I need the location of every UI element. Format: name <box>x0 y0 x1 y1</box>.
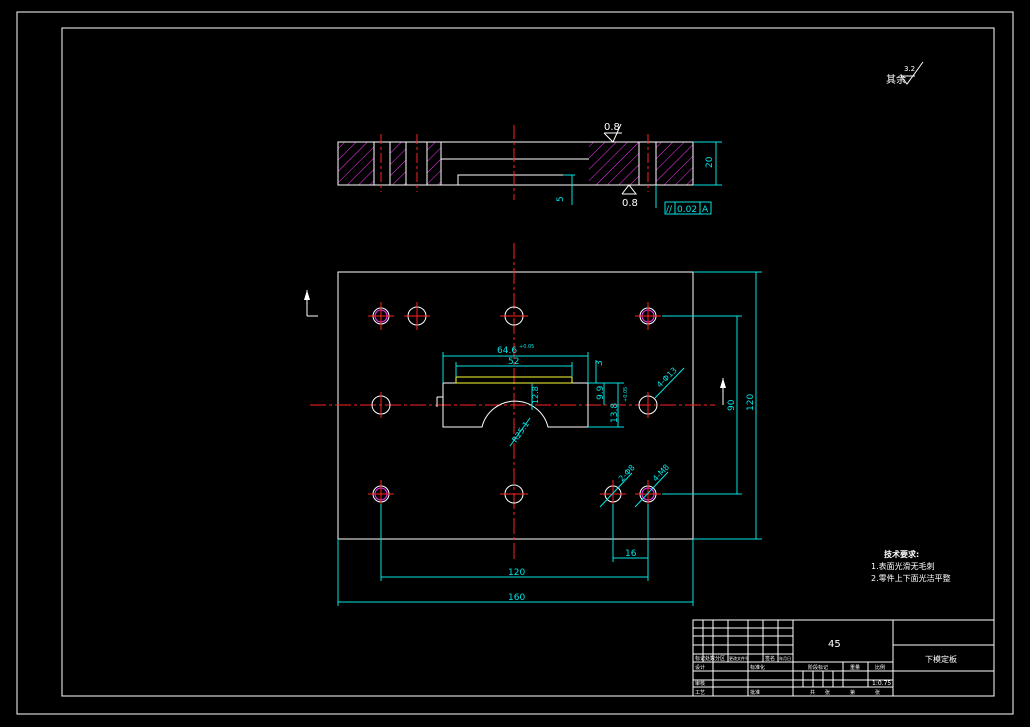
surface-bottom-icon <box>621 184 638 195</box>
outer-frame <box>16 11 1014 715</box>
holes <box>368 302 661 508</box>
dim-hole-spacing-x: 120 <box>508 568 525 578</box>
holes-4-m8: 4-M8 <box>651 463 671 484</box>
tech-title: 技术要求: <box>884 549 919 559</box>
title-block-text: 45 下模定板 1:0.75 标记 处数 分区 更改文件号 签名 年月日 设计 … <box>695 639 957 696</box>
section-height-dim: 20 <box>705 156 715 168</box>
tolerance-symbol: // <box>666 205 673 215</box>
material-value: 45 <box>828 639 841 650</box>
slot-depth-dim: 5 <box>556 196 566 202</box>
slot-step-3: 3 <box>595 360 605 366</box>
label-sheet-unit-1: 张 <box>825 689 830 696</box>
tolerance-value: 0.02 <box>677 205 697 215</box>
slot-width-inner: 52 <box>508 357 519 367</box>
label-stage-mark: 阶段标记 <box>808 664 828 671</box>
label-process: 工艺 <box>695 690 705 696</box>
title-block <box>692 619 995 697</box>
roughness-icon <box>900 61 924 85</box>
overall-dimensions <box>337 271 762 606</box>
label-sheet-unit-2: 张 <box>875 689 880 696</box>
label-sign: 签名 <box>765 655 775 662</box>
holes-2-phi8: 2-Φ8 <box>617 463 637 483</box>
hatch-right-2 <box>656 142 693 185</box>
section-slot <box>457 174 573 186</box>
hatch-left-1 <box>338 142 374 185</box>
datum-letter: A <box>702 205 709 215</box>
label-weight: 重量 <box>850 664 860 671</box>
scale-value: 1:0.75 <box>872 680 891 687</box>
dim-offset-16: 16 <box>625 549 637 559</box>
surface-bottom-value: 0.8 <box>622 198 638 209</box>
label-mark: 标记 <box>695 655 705 662</box>
dim-hole-spacing-y: 90 <box>727 399 737 411</box>
label-count: 处数 <box>705 655 715 662</box>
dim-height-overall: 120 <box>746 394 756 411</box>
label-sheet-no: 第 <box>850 689 855 696</box>
label-designer: 设计 <box>695 664 705 671</box>
label-zone: 分区 <box>715 655 725 662</box>
hatch-left-2 <box>390 142 406 185</box>
roughness-mark: 其余 3.2 <box>886 61 924 86</box>
label-change-no: 更改文件号 <box>729 655 749 661</box>
surface-top-icon <box>603 123 622 143</box>
slot-dim-13-8: 13.8 <box>610 403 620 423</box>
label-ratio: 比例 <box>875 664 885 671</box>
label-review: 审核 <box>695 680 705 687</box>
surface-top-value: 0.8 <box>604 122 620 133</box>
dim-width-overall: 160 <box>508 593 525 603</box>
hatch-right-1 <box>589 142 639 185</box>
section-view: 0.8 0.8 20 5 // 0.02 A <box>337 122 722 215</box>
label-date: 年月日 <box>779 655 791 661</box>
tech-item-1: 1.表面光滑无毛刺 <box>871 561 935 571</box>
hatch-left-3 <box>427 142 441 185</box>
slot-dim-12-8: 12.8 <box>531 386 540 404</box>
pocket-dimensions <box>442 352 685 508</box>
label-approve: 批准 <box>750 689 760 696</box>
slot-tol-13-8: +0.05 <box>623 387 629 402</box>
tech-requirements: 技术要求: 1.表面光滑无毛刺 2.零件上下面光洁平整 <box>871 549 951 583</box>
part-name: 下模定板 <box>925 654 957 664</box>
center-pocket <box>436 376 589 428</box>
tolerance-frame <box>664 201 712 215</box>
label-standardize: 标准化 <box>750 664 765 671</box>
inner-frame <box>61 27 995 697</box>
slot-width-outer-tol: +0.05 <box>519 344 534 350</box>
roughness-value: 3.2 <box>904 65 915 73</box>
label-sheets-total: 共 <box>810 689 815 696</box>
slot-dim-9-9: 9.9 <box>596 385 606 400</box>
plan-view: 64.6 +0.05 52 3 9.9 13.8 +0.05 12.8 R25.… <box>304 243 762 606</box>
tech-item-2: 2.零件上下面光洁平整 <box>871 573 951 583</box>
arc-radius: R25.1 <box>510 420 531 444</box>
slot-width-outer: 64.6 <box>497 346 517 356</box>
